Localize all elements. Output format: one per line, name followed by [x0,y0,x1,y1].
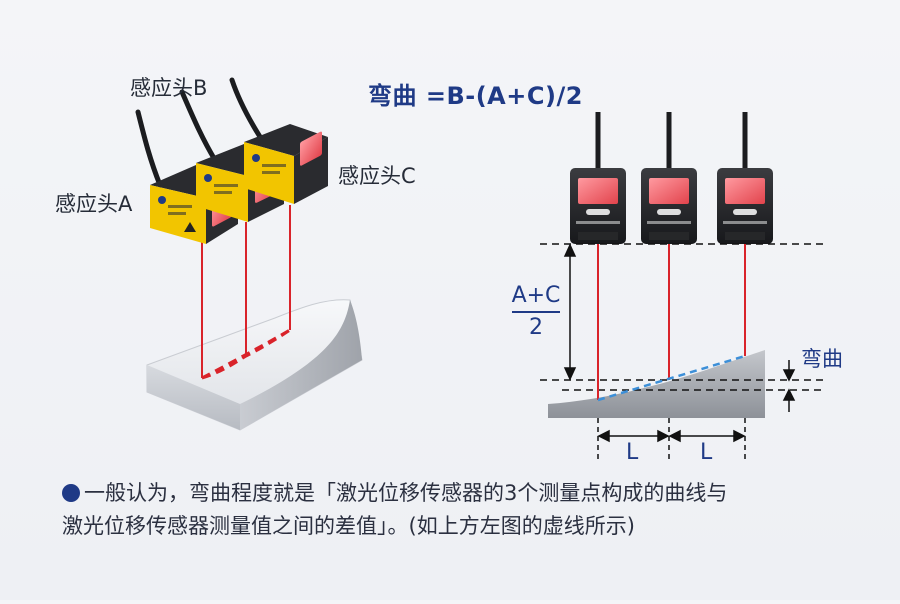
sensor-head-c [244,124,328,204]
sensor-cables [135,77,265,188]
workpiece-profile [548,350,765,418]
chord-line-dashed [597,354,746,402]
bend-formula: 弯曲 =B-(A+C)/2 [368,82,583,110]
bullet-dot [62,484,80,502]
spacing-dimension [597,418,746,460]
sensor-block-b-right [641,168,697,244]
sensor-block-c-right [717,168,773,244]
dimension-arrow-vertical [563,243,577,381]
description-line-1: 一般认为，弯曲程度就是「激光位移传感器的3个测量点构成的曲线与 [62,477,862,510]
sensor-block-a-right [570,168,626,244]
sensor-cables-right [595,112,748,170]
laser-beams-right [597,244,746,400]
fraction-a-plus-c-over-2: A+C 2 [508,283,564,341]
sensor-label-b: 感应头B [130,76,208,100]
measurement-curve-dashed-left [201,328,291,380]
description-line-2: 激光位移传感器测量值之间的差值」。(如上方左图的虚线所示) [62,514,635,538]
spacing-label-1: L [626,440,639,465]
reference-lines [540,243,826,391]
sensor-label-c: 感应头C [338,164,416,188]
fraction-numerator: A+C [511,283,561,308]
description-line-1-text: 一般认为，弯曲程度就是「激光位移传感器的3个测量点构成的曲线与 [84,481,728,505]
sensor-label-a: 感应头A [55,192,133,216]
description-text: 一般认为，弯曲程度就是「激光位移传感器的3个测量点构成的曲线与 激光位移传感器测… [62,477,862,543]
laser-beams-left [201,205,291,378]
bend-label: 弯曲 [801,347,843,371]
bend-dimension-arrows [782,360,796,412]
spacing-label-2: L [700,440,713,465]
fraction-denominator: 2 [529,315,543,340]
curved-workpiece [146,299,363,431]
fraction-bar [512,311,560,313]
